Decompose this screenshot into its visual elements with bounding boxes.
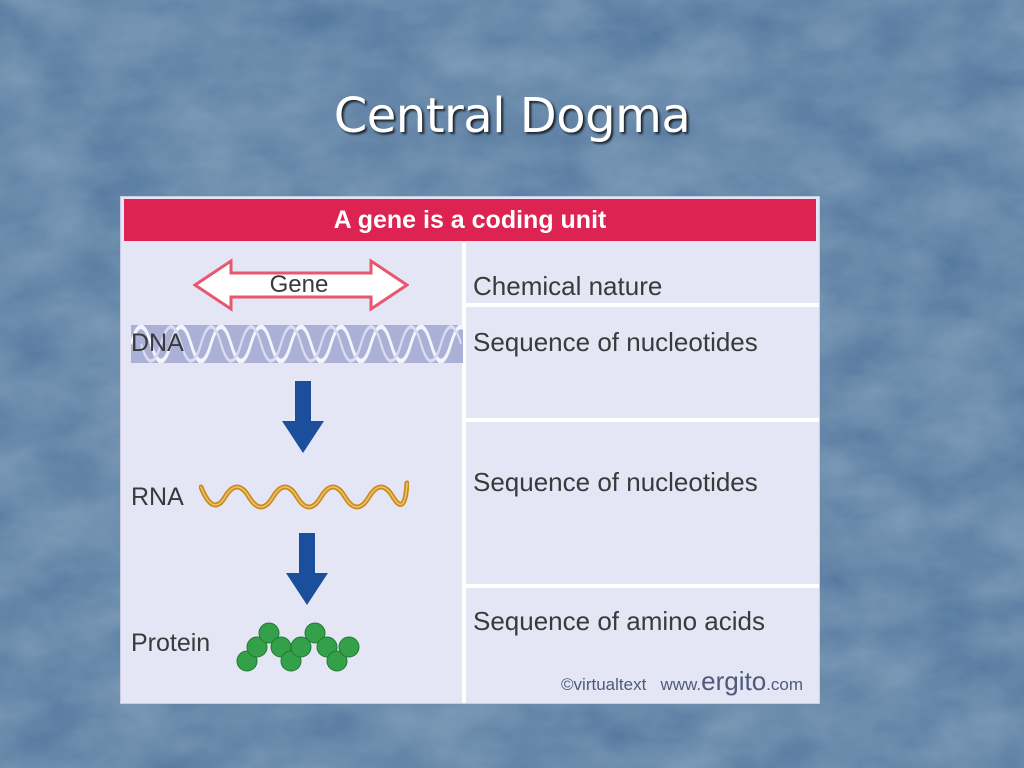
protein-chain-icon [236,622,360,672]
figure-banner: A gene is a coding unit [124,199,816,241]
row-divider-rna [466,584,819,588]
protein-label: Protein [131,629,211,657]
rna-label: RNA [131,483,184,511]
credit-url-prefix: www. [660,675,702,694]
row-divider-dna [466,418,819,422]
figure-credit: ©virtualtext www.ergito.com [561,666,803,697]
rna-chemical-nature: Sequence of nucleotides [473,467,758,497]
column-divider [462,243,466,703]
dna-chemical-nature: Sequence of nucleotides [473,327,758,357]
slide-title: Central Dogma [333,88,691,144]
credit-copyright: ©virtualtext [561,675,647,694]
down-arrow-icon [286,533,328,605]
row-divider-header [466,303,819,307]
down-arrow-icon [282,381,324,453]
chemical-nature-header: Chemical nature [473,271,663,301]
dna-helix-icon [131,325,463,363]
credit-url-brand: ergito [701,666,767,696]
credit-url-suffix: .com [766,675,803,694]
rna-strand-icon [199,480,409,510]
gene-label: Gene [269,271,329,298]
gene-double-arrow-icon [193,258,409,312]
protein-chemical-nature: Sequence of amino acids [473,606,765,636]
dna-label: DNA [131,329,184,357]
gene-coding-unit-figure: A gene is a coding unit Gene DNA RNA Pro… [120,196,820,704]
